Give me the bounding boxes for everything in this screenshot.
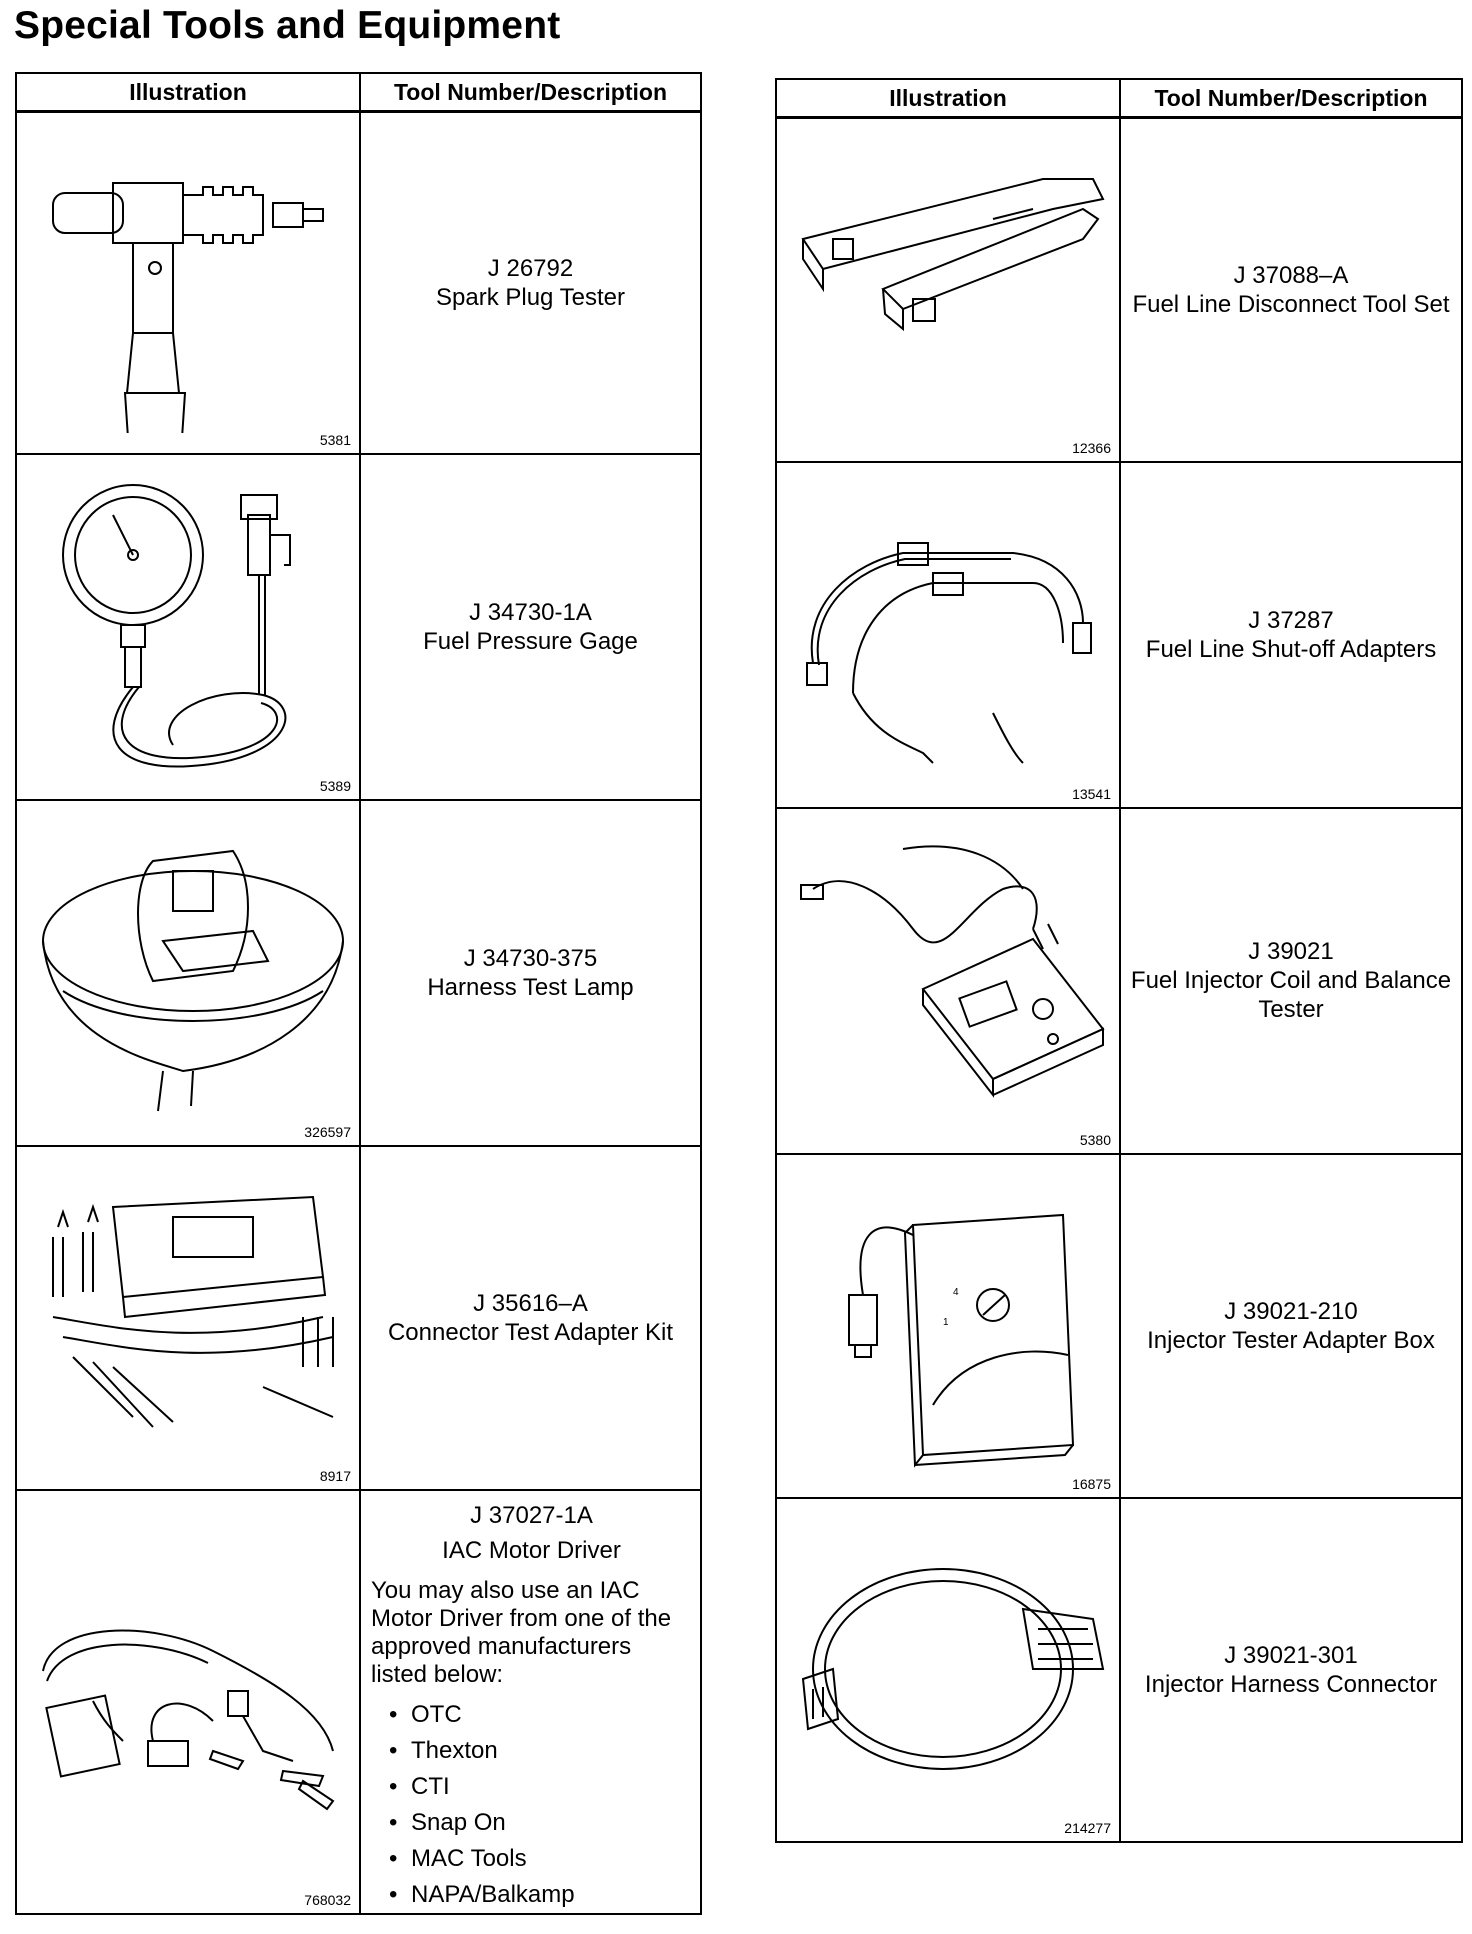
tool-number: J 35616–A	[473, 1289, 588, 1317]
pressure-gauge-icon	[62, 483, 291, 767]
table-row: 4 1 16875 J 39021-210 Injector Tester Ad…	[775, 1152, 1463, 1499]
test-lamp-icon	[42, 849, 344, 1111]
svg-text:4: 4	[953, 1287, 959, 1298]
illustration-cell: 326597	[15, 798, 361, 1147]
adapter-box-icon: 4 1	[848, 1213, 1075, 1468]
tool-number: J 39021-301	[1224, 1641, 1358, 1669]
tool-name: Harness Test Lamp	[427, 973, 634, 1001]
tool-description-cell: J 26792 Spark Plug Tester	[359, 110, 702, 455]
tool-name: Fuel Line Shut-off Adapters	[1145, 635, 1437, 663]
manufacturer-item: CTI	[389, 1769, 692, 1805]
table-row: 5389 J 34730-1A Fuel Pressure Gage	[15, 452, 702, 801]
illustration-cell: 5380	[775, 806, 1121, 1155]
table-header-row: Illustration Tool Number/Description	[775, 78, 1463, 119]
table-row: 326597 J 34730-375 Harness Test Lamp	[15, 798, 702, 1147]
figure-number: 16875	[1072, 1475, 1111, 1492]
tool-header: Tool Number/Description	[1119, 78, 1463, 119]
tool-description-cell: J 39021-210 Injector Tester Adapter Box	[1119, 1152, 1463, 1499]
tools-table-right: Illustration Tool Number/Description 123…	[775, 78, 1463, 1843]
figure-number: 768032	[304, 1891, 351, 1908]
adapter-kit-icon	[52, 1195, 334, 1428]
tool-name: Injector Tester Adapter Box	[1147, 1326, 1435, 1354]
tool-number: J 39021	[1248, 938, 1334, 965]
disconnect-tool-icon	[801, 178, 1105, 332]
manufacturer-item: NAPA/Balkamp	[389, 1877, 692, 1913]
illustration-cell: 13541	[775, 460, 1121, 809]
tool-description-cell: J 34730-1A Fuel Pressure Gage	[359, 452, 702, 801]
figure-number: 8917	[319, 1467, 351, 1484]
tool-number: J 26792	[487, 254, 574, 282]
tool-name: Fuel Pressure Gage	[423, 627, 638, 655]
illustration-header: Illustration	[15, 72, 361, 113]
figure-number: 5389	[319, 777, 351, 794]
table-row: 214277 J 39021-301 Injector Harness Conn…	[775, 1496, 1463, 1843]
manufacturer-item: Snap On	[389, 1805, 692, 1841]
tool-description-cell: J 37027-1A IAC Motor Driver You may also…	[359, 1488, 702, 1915]
tool-description-cell: J 37088–A Fuel Line Disconnect Tool Set	[1119, 116, 1463, 463]
illustration-cell: 768032	[15, 1488, 361, 1915]
tool-name: Fuel Line Disconnect Tool Set	[1132, 290, 1450, 318]
tool-number: J 39021-210	[1224, 1297, 1358, 1325]
shutoff-adapter-icon	[806, 541, 1092, 764]
table-row: 13541 J 37287 Fuel Line Shut-off Adapter…	[775, 460, 1463, 809]
illustration-cell: 5389	[15, 452, 361, 801]
illustration-cell: 4 1 16875	[775, 1152, 1121, 1499]
tool-name: Fuel Injector Coil and Balance Tester	[1130, 967, 1452, 1023]
tool-name: Connector Test Adapter Kit	[387, 1318, 674, 1346]
figure-number: 5381	[319, 431, 351, 448]
tool-number: J 34730-375	[463, 944, 598, 972]
tool-description-cell: J 39021 Fuel Injector Coil and Balance T…	[1119, 806, 1463, 1155]
manufacturer-note: You may also use an IAC Motor Driver fro…	[371, 1576, 672, 1688]
injector-tester-icon	[800, 844, 1105, 1098]
tool-number: J 34730-1A	[469, 598, 592, 626]
table-row: 5380 J 39021 Fuel Injector Coil and Bala…	[775, 806, 1463, 1155]
table-row: 8917 J 35616–A Connector Test Adapter Ki…	[15, 1144, 702, 1491]
manufacturer-item: MAC Tools	[389, 1841, 692, 1877]
tool-description-cell: J 34730-375 Harness Test Lamp	[359, 798, 702, 1147]
illustration-cell: 214277	[775, 1496, 1121, 1843]
figure-number: 13541	[1072, 785, 1111, 802]
figure-number: 214277	[1064, 1819, 1111, 1836]
tool-description-cell: J 37287 Fuel Line Shut-off Adapters	[1119, 460, 1463, 809]
tool-description-cell: J 35616–A Connector Test Adapter Kit	[359, 1144, 702, 1491]
table-header-row: Illustration Tool Number/Description	[15, 72, 702, 113]
tool-number: J 37287	[1248, 606, 1334, 634]
figure-number: 12366	[1072, 439, 1111, 456]
page-title: Special Tools and Equipment	[14, 4, 561, 47]
tools-table-left: Illustration Tool Number/Description 538…	[15, 72, 702, 1915]
figure-number: 326597	[304, 1123, 351, 1140]
tool-name: Spark Plug Tester	[436, 283, 625, 311]
table-row: 12366 J 37088–A Fuel Line Disconnect Too…	[775, 116, 1463, 463]
illustration-header: Illustration	[775, 78, 1121, 119]
tool-description-cell: J 39021-301 Injector Harness Connector	[1119, 1496, 1463, 1843]
manufacturer-item: OTC	[389, 1697, 692, 1733]
tool-number: J 37027-1A	[470, 1501, 593, 1529]
iac-driver-icon	[42, 1629, 335, 1810]
table-row: 5381 J 26792 Spark Plug Tester	[15, 110, 702, 455]
illustration-cell: 12366	[775, 116, 1121, 463]
tool-name: Injector Harness Connector	[1144, 1670, 1438, 1698]
tool-header: Tool Number/Description	[359, 72, 702, 113]
tool-name: IAC Motor Driver	[442, 1536, 621, 1564]
svg-text:1: 1	[943, 1317, 949, 1328]
illustration-cell: 5381	[15, 110, 361, 455]
manufacturer-item: Thexton	[389, 1733, 692, 1769]
figure-number: 5380	[1079, 1131, 1111, 1148]
manufacturer-list: OTC Thexton CTI Snap On MAC Tools NAPA/B…	[389, 1697, 692, 1913]
spark-plug-tester-icon	[52, 182, 324, 433]
tool-number: J 37088–A	[1233, 261, 1349, 289]
table-row: 768032 J 37027-1A IAC Motor Driver You m…	[15, 1488, 702, 1915]
illustration-cell: 8917	[15, 1144, 361, 1491]
harness-connector-icon	[801, 1567, 1105, 1770]
